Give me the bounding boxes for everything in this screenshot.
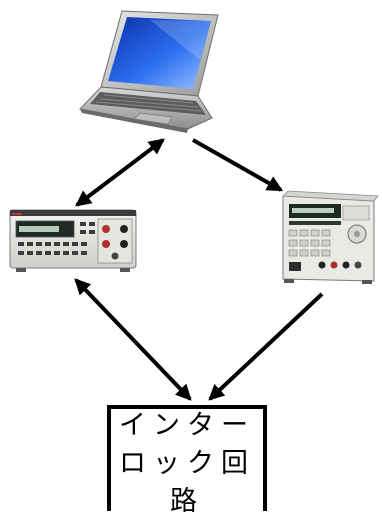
interlock-circuit-label: インター ロック回路 bbox=[119, 410, 255, 517]
interlock-circuit-box: インター ロック回路 bbox=[107, 405, 267, 517]
arrow-power-supply-interlock bbox=[208, 292, 324, 401]
arrow-laptop-power-supply bbox=[192, 138, 284, 192]
multimeter-icon bbox=[9, 209, 137, 272]
arrow-laptop-multimeter bbox=[75, 138, 165, 207]
laptop-icon bbox=[79, 10, 219, 133]
power-supply-icon bbox=[282, 190, 379, 284]
arrow-multimeter-interlock bbox=[74, 278, 192, 401]
